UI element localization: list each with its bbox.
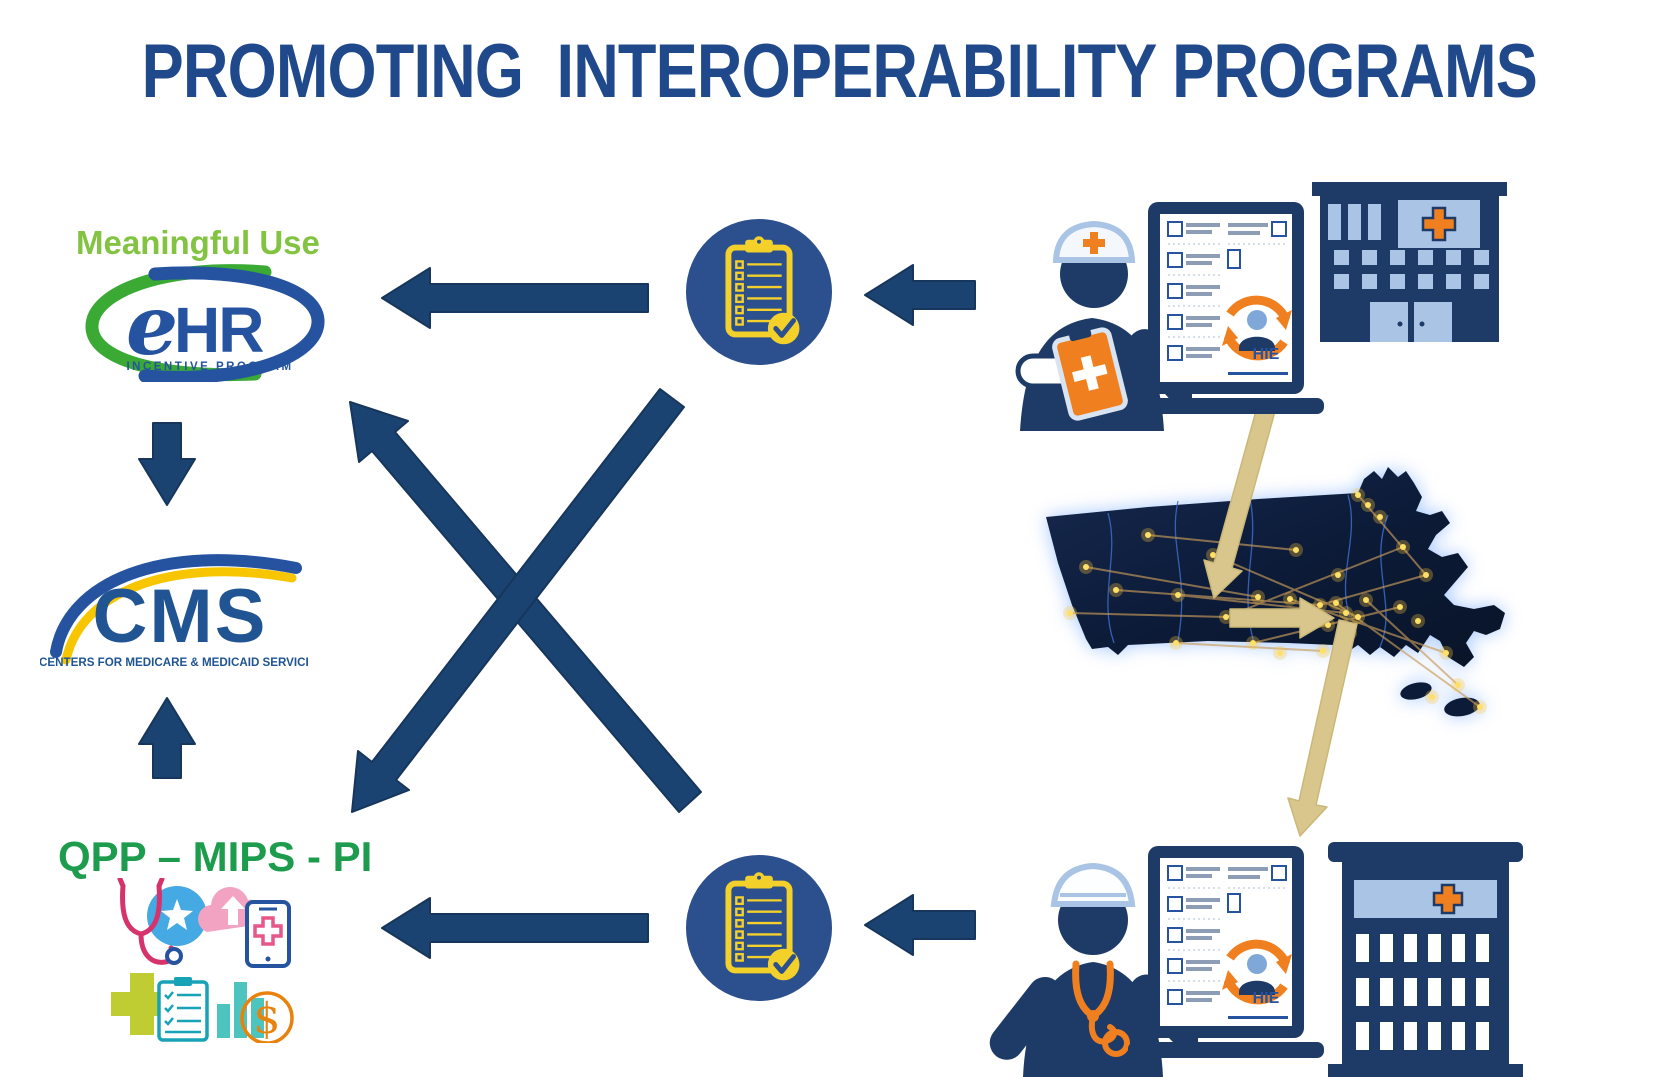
hie-logo: HIE xyxy=(1222,295,1292,363)
cms-blue-swoosh xyxy=(50,554,302,658)
ehr-incentive-program-logo: e HR INCENTIVE PROGRAM xyxy=(85,264,325,382)
ehr-subtitle: INCENTIVE PROGRAM xyxy=(126,361,293,373)
ehr-blue-swoosh xyxy=(138,266,325,382)
hospital-windows-grid xyxy=(1334,250,1489,289)
phone-cross-icon xyxy=(253,916,283,946)
ehr-letters-hr: HR xyxy=(174,294,263,366)
hie-label: HIE xyxy=(1253,990,1280,1007)
clipboard-check-badge-top xyxy=(685,218,833,366)
orange-clipboard-icon xyxy=(1052,325,1128,421)
hie-label: HIE xyxy=(1253,346,1280,363)
arrow-clipboard-to-ehr xyxy=(381,267,649,329)
qpp-mips-pi-label: QPP – MIPS - PI xyxy=(58,833,373,880)
upload-arrow-icon xyxy=(221,896,245,925)
hospital-doors xyxy=(1370,302,1452,342)
clipboard-check-badge-bottom xyxy=(685,854,833,1002)
check-circle-icon xyxy=(767,948,800,981)
arrow-ehr-to-cms xyxy=(138,422,196,506)
doctor-cap-icon xyxy=(1050,862,1136,907)
dollar-icon xyxy=(240,991,294,1043)
laptop-base xyxy=(1128,398,1324,414)
meaningful-use-label: Meaningful Use xyxy=(76,224,320,261)
hie-logo: HIE xyxy=(1222,939,1292,1007)
cms-logo: CMS CENTERS FOR MEDICARE & MEDICAID SERV… xyxy=(40,554,308,669)
cap-cross-icon xyxy=(1083,232,1105,254)
arrow-doctor-to-clipboard xyxy=(864,894,976,956)
ehr-dashboard-rows xyxy=(1167,221,1287,361)
page-title: PROMOTING INTEROPERABILITY PROGRAMS xyxy=(141,29,1538,114)
ehr-letter-e: e xyxy=(126,278,178,374)
hospital-window-slots xyxy=(1356,934,1489,1050)
arrow-nurse-to-clipboard xyxy=(864,264,976,326)
stethoscope-ring xyxy=(165,947,183,965)
massachusetts-map xyxy=(1046,467,1505,717)
check-circle-icon xyxy=(767,312,800,345)
ehr-dashboard-rows xyxy=(1167,865,1287,1005)
checklist-icon xyxy=(157,977,209,1042)
arrow-diagonal-down-left xyxy=(351,388,685,813)
hospital-cross-icon xyxy=(1432,883,1464,915)
laptop-top: HIE xyxy=(1128,202,1324,414)
cms-gold-swoosh xyxy=(61,567,297,665)
arrow-qpp-to-cms xyxy=(138,697,196,779)
arrow-diagonal-up-left xyxy=(349,401,702,813)
hospital-top xyxy=(1312,182,1507,342)
hospital-cross-icon xyxy=(1421,206,1457,242)
qpp-icon-cluster: $ xyxy=(111,878,294,1043)
arrow-clipboard-to-qpp xyxy=(381,897,649,959)
medical-cross-icon xyxy=(111,973,173,1035)
cms-subtitle: CENTERS FOR MEDICARE & MEDICAID SERVICES xyxy=(40,656,308,669)
phone-home-dot xyxy=(265,956,271,962)
cms-acronym: CMS xyxy=(93,574,268,659)
star-icon xyxy=(161,899,193,930)
hospital-bottom xyxy=(1328,842,1523,1077)
laptop-bottom: HIE xyxy=(1128,846,1324,1058)
dollar-glyph: $ xyxy=(254,994,281,1043)
island-shape xyxy=(1400,682,1432,700)
hospital-band xyxy=(1354,880,1497,918)
laptop-base xyxy=(1128,1042,1324,1058)
island-shape xyxy=(1444,697,1480,717)
